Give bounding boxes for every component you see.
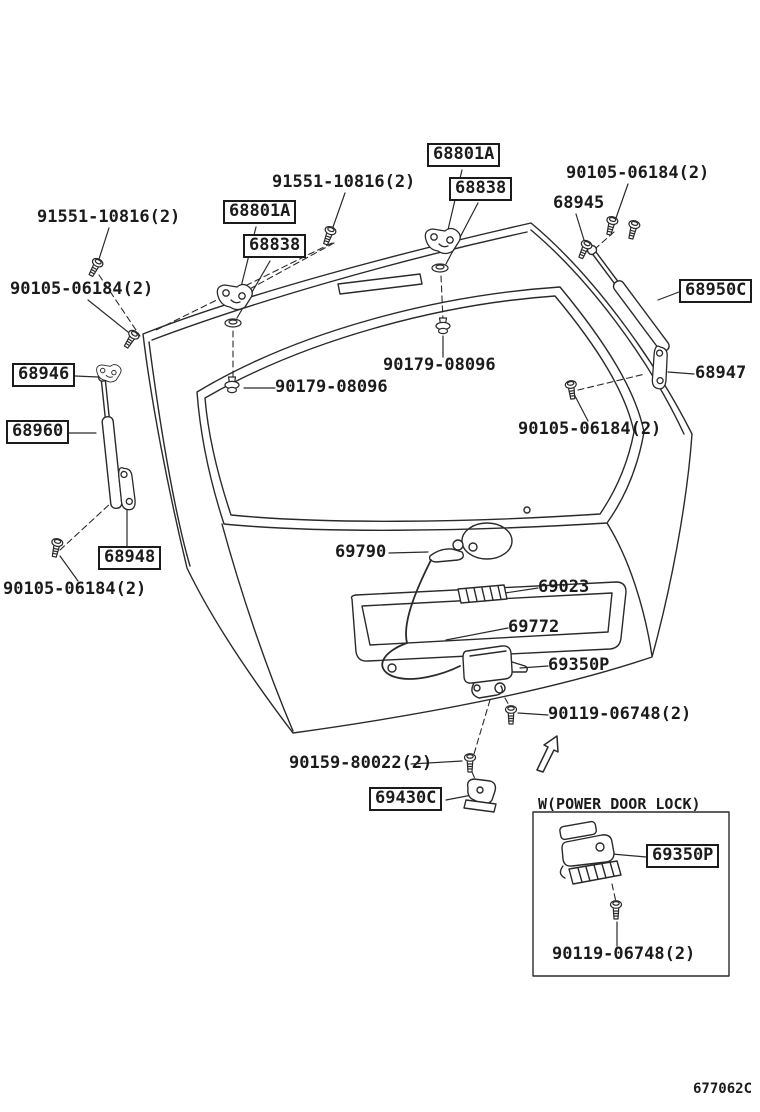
label-90105-06184-topright: 90105-06184(2): [566, 163, 710, 183]
hinge-pad-left: [224, 318, 242, 328]
label-90179-08096-left: 90179-08096: [275, 377, 388, 397]
label-69350p-inset: 69350P: [646, 844, 720, 868]
label-68838-left: 68838: [243, 234, 307, 258]
bolt-icon: [609, 900, 623, 920]
inset-title: W(POWER DOOR LOCK): [538, 795, 701, 813]
stud-icon: [564, 379, 579, 401]
license-lamp-part: [457, 584, 508, 604]
lock-control-lever: [428, 539, 465, 563]
label-69790: 69790: [335, 542, 387, 562]
inset-panel: [532, 811, 730, 977]
label-69430c: 69430C: [369, 787, 443, 811]
label-90119-06748-inset: 90119-06748(2): [552, 944, 696, 964]
bolt-icon: [85, 256, 106, 279]
inset-lock-drawing: [559, 820, 622, 885]
bolt-icon: [504, 705, 518, 725]
bolt-icon: [463, 753, 477, 773]
gas-strut-right: [586, 244, 670, 353]
label-90179-08096-center: 90179-08096: [383, 355, 496, 375]
bolt-icon: [624, 218, 642, 241]
label-68947: 68947: [695, 363, 747, 383]
grommet-right: [435, 317, 451, 335]
label-68838-right: 68838: [449, 177, 513, 201]
label-68946: 68946: [12, 363, 76, 387]
label-69350p: 69350P: [548, 655, 610, 675]
label-91551-10816-left: 91551-10816(2): [37, 207, 181, 227]
striker-plate: [463, 778, 497, 813]
lock-cable: [381, 559, 461, 680]
label-68801a-left: 68801A: [223, 200, 297, 224]
gas-strut-left: [97, 371, 123, 510]
label-90119-06748: 90119-06748(2): [548, 704, 692, 724]
cable-end: [387, 663, 397, 673]
label-90105-06184-lowerleft: 90105-06184(2): [3, 579, 147, 599]
back-door-lock: [462, 645, 528, 699]
bolt-icon: [602, 214, 620, 237]
label-90105-06184-right: 90105-06184(2): [518, 419, 662, 439]
label-68960: 68960: [6, 420, 70, 444]
bolt-icon: [48, 536, 65, 559]
label-68950c: 68950C: [679, 279, 753, 303]
label-69772: 69772: [508, 617, 560, 637]
label-69023: 69023: [538, 577, 590, 597]
label-68801a-right: 68801A: [427, 143, 501, 167]
label-91551-10816-top: 91551-10816(2): [272, 172, 416, 192]
label-90159-80022: 90159-80022(2): [289, 753, 433, 773]
label-68945: 68945: [553, 193, 605, 213]
stud-icon: [120, 327, 142, 351]
hinge-right: [424, 227, 461, 255]
hinge-pad-right: [431, 263, 449, 273]
label-90105-06184-upperleft: 90105-06184(2): [10, 279, 154, 299]
label-68948: 68948: [98, 546, 162, 570]
direction-arrow: [536, 735, 559, 773]
grommet-left: [224, 376, 240, 394]
diagram-code: 677062C: [693, 1081, 753, 1097]
